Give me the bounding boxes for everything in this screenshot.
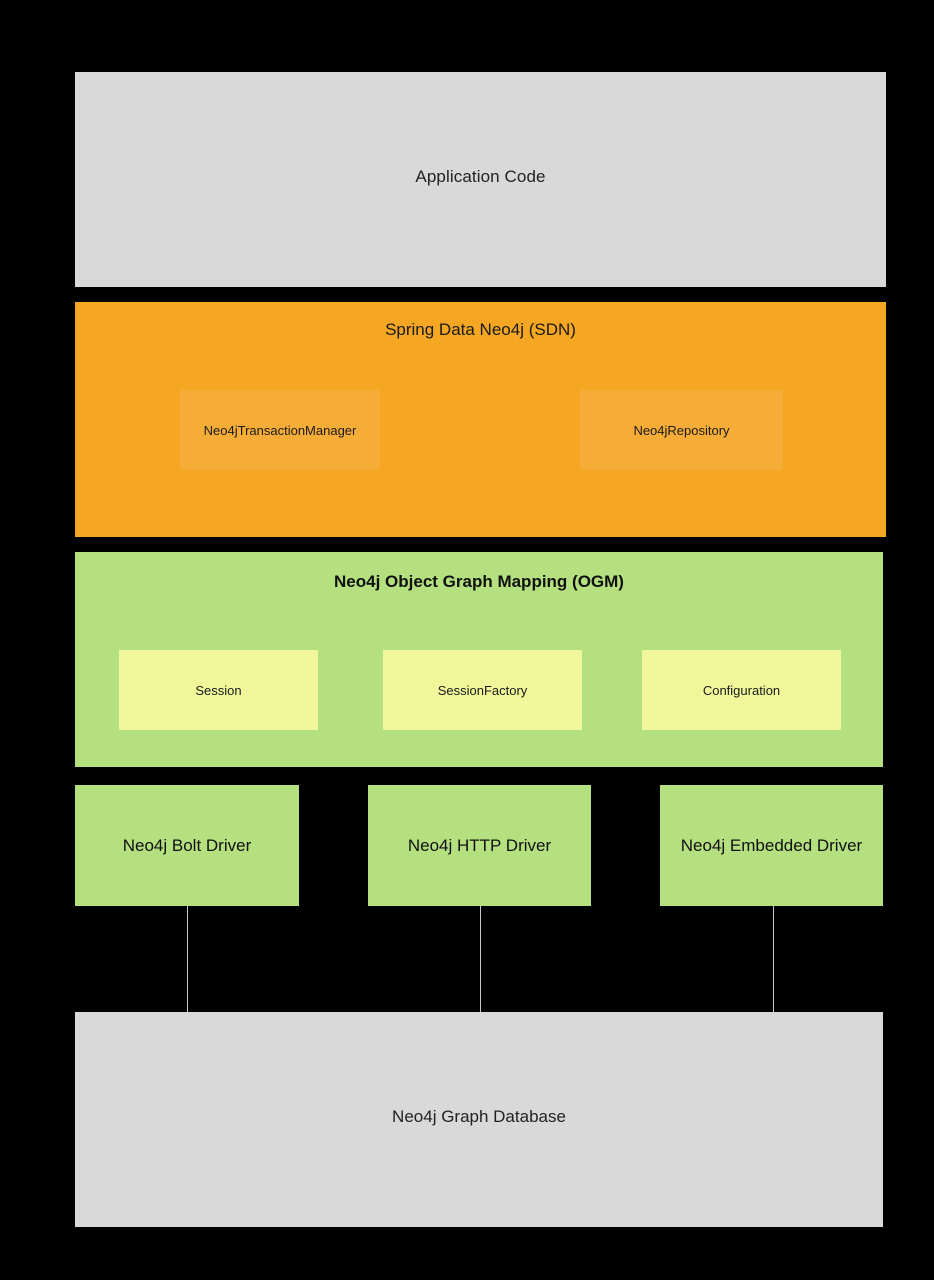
component-session[interactable]: Session bbox=[119, 650, 318, 730]
layer-application-code[interactable]: Application Code bbox=[75, 72, 886, 287]
component-neo4j-bolt-driver-label: Neo4j Bolt Driver bbox=[122, 835, 252, 855]
layer-application-code-label: Application Code bbox=[415, 167, 546, 186]
layer-neo4j-graph-database-label: Neo4j Graph Database bbox=[392, 1107, 566, 1126]
connector-http-to-database bbox=[480, 906, 481, 1012]
component-session-label: Session bbox=[195, 682, 242, 698]
component-neo4j-transaction-manager[interactable]: Neo4jTransactionManager bbox=[180, 390, 380, 470]
connector-embedded-to-database bbox=[773, 906, 774, 1012]
component-configuration[interactable]: Configuration bbox=[642, 650, 841, 730]
component-session-factory[interactable]: SessionFactory bbox=[383, 650, 582, 730]
component-neo4j-repository-label: Neo4jRepository bbox=[633, 422, 730, 438]
component-neo4j-http-driver-label: Neo4j HTTP Driver bbox=[407, 835, 552, 855]
component-session-factory-label: SessionFactory bbox=[437, 682, 528, 698]
component-neo4j-embedded-driver-label: Neo4j Embedded Driver bbox=[680, 835, 863, 855]
component-neo4j-http-driver[interactable]: Neo4j HTTP Driver bbox=[368, 785, 591, 906]
connector-bolt-to-database bbox=[187, 906, 188, 1012]
layer-neo4j-ogm[interactable]: Neo4j Object Graph Mapping (OGM) Session… bbox=[75, 552, 883, 767]
component-neo4j-transaction-manager-label: Neo4jTransactionManager bbox=[203, 422, 357, 438]
component-neo4j-embedded-driver[interactable]: Neo4j Embedded Driver bbox=[660, 785, 883, 906]
layer-neo4j-graph-database[interactable]: Neo4j Graph Database bbox=[75, 1012, 883, 1227]
layer-spring-data-neo4j-label: Spring Data Neo4j (SDN) bbox=[385, 320, 576, 339]
component-neo4j-repository[interactable]: Neo4jRepository bbox=[580, 390, 783, 470]
layer-neo4j-ogm-label: Neo4j Object Graph Mapping (OGM) bbox=[334, 572, 624, 591]
layer-spring-data-neo4j[interactable]: Spring Data Neo4j (SDN) Neo4jTransaction… bbox=[75, 302, 886, 537]
component-configuration-label: Configuration bbox=[702, 682, 781, 698]
component-neo4j-bolt-driver[interactable]: Neo4j Bolt Driver bbox=[75, 785, 299, 906]
